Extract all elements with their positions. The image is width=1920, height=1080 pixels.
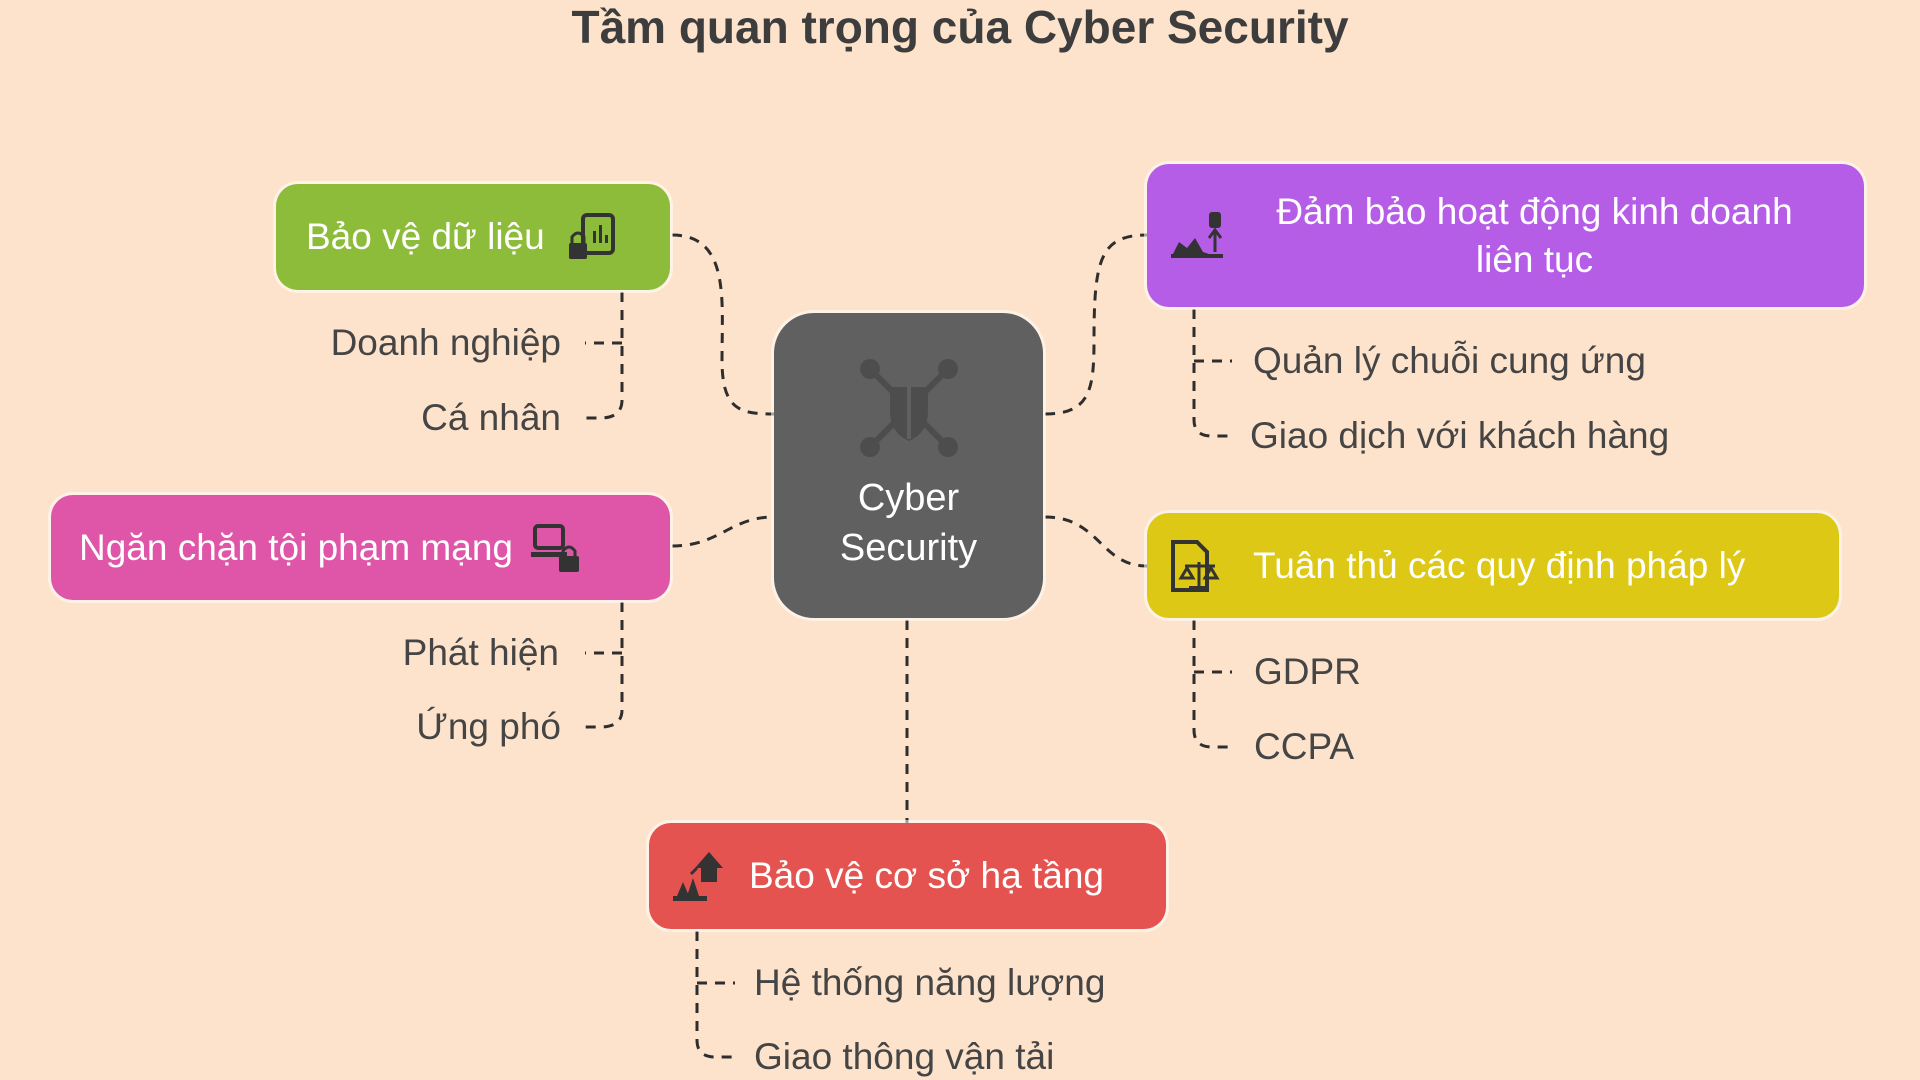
center-label-line1: Cyber — [857, 477, 960, 519]
node-infrastructure: Bảo vệ cơ sở hạ tầng — [649, 823, 1166, 929]
shield-network-icon — [860, 359, 958, 457]
node-label: Ngăn chặn tội phạm mạng — [79, 526, 513, 568]
connector-red-items — [695, 931, 735, 1059]
item-he-thong-nang-luong: Hệ thống năng lượng — [754, 962, 1106, 1003]
connector-compliance — [1044, 515, 1148, 568]
connector-data-protection — [671, 233, 775, 416]
infrastructure-icon — [673, 852, 723, 901]
node-label: Tuân thủ các quy định pháp lý — [1253, 544, 1746, 586]
diagram-title: Tầm quan trọng của Cyber Security — [571, 1, 1349, 53]
item-quan-ly-chuoi: Quản lý chuỗi cung ứng — [1253, 340, 1646, 381]
computer-lock-icon — [531, 523, 579, 572]
item-giao-dich: Giao dịch với khách hàng — [1250, 415, 1670, 456]
item-ccpa: CCPA — [1254, 726, 1355, 767]
node-business-continuity: Đảm bảo hoạt động kinh doanh liên tục — [1147, 164, 1864, 307]
node-data-protection: Bảo vệ dữ liệu — [276, 184, 670, 290]
item-gdpr: GDPR — [1254, 651, 1361, 692]
connector-crime-prevention — [671, 515, 775, 548]
central-node: Cyber Security — [774, 313, 1043, 618]
lock-chart-icon — [568, 213, 615, 259]
connector-purple-items — [1192, 309, 1232, 438]
connector-yellow-items — [1192, 620, 1232, 749]
node-crime-prevention: Ngăn chặn tội phạm mạng — [51, 495, 670, 600]
node-label: Đảm bảo hoạt động kinh doanh — [1276, 190, 1793, 232]
item-phat-hien: Phát hiện — [402, 632, 559, 673]
node-label: Bảo vệ cơ sở hạ tầng — [749, 855, 1105, 896]
item-doanh-nghiep: Doanh nghiệp — [330, 322, 561, 363]
node-label: Bảo vệ dữ liệu — [306, 216, 545, 257]
node-label-line2: liên tục — [1475, 238, 1594, 280]
connector-pink-items — [585, 602, 624, 729]
connector-green-items — [585, 292, 624, 420]
center-label-line2: Security — [839, 527, 978, 569]
item-ca-nhan: Cá nhân — [421, 397, 561, 438]
item-giao-thong: Giao thông vận tải — [754, 1036, 1055, 1077]
legal-document-icon — [1171, 539, 1220, 592]
node-compliance: Tuân thủ các quy định pháp lý — [1147, 513, 1839, 618]
item-ung-pho: Ứng phó — [416, 706, 561, 747]
connector-business — [1044, 233, 1148, 416]
business-growth-icon — [1171, 211, 1223, 258]
